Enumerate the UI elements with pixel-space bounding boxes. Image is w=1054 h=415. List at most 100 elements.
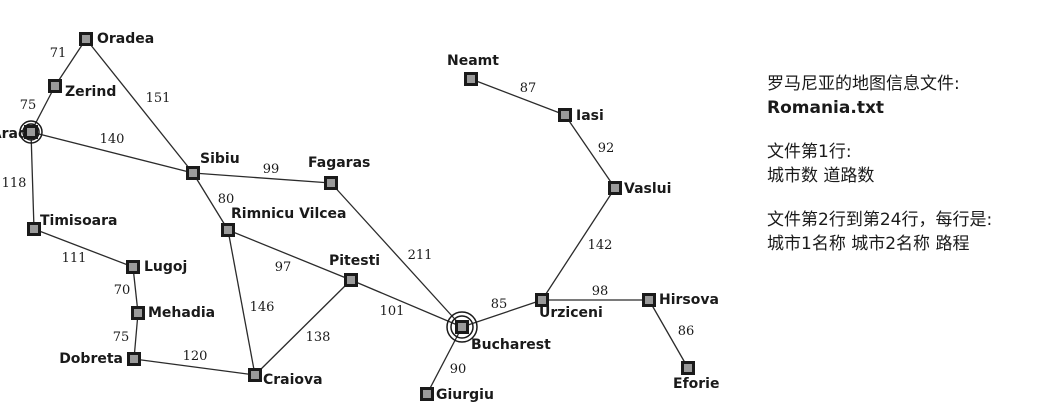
- city-label-timisoara: Timisoara: [40, 213, 118, 229]
- road-arad-sibiu: [30, 131, 194, 174]
- city-marker-sibiu: [186, 166, 200, 180]
- city-label-zerind: Zerind: [65, 84, 116, 100]
- road-timisoara-lugoj: [33, 228, 134, 268]
- city-label-vaslui: Vaslui: [624, 181, 671, 197]
- city-marker-zerind: [48, 79, 62, 93]
- city-marker-urziceni: [535, 293, 549, 307]
- distance-label-rimnicu-vilcea-craiova: 146: [250, 300, 275, 315]
- city-marker-neamt: [464, 72, 478, 86]
- distance-label-zerind-oradea: 71: [50, 46, 67, 61]
- city-marker-oradea: [79, 32, 93, 46]
- romania-map: 75 71 151 140 118 111 70 75 120 99 80 97 146 138 211 10…: [0, 31, 719, 403]
- distance-label-urziceni-hirsova: 98: [592, 284, 609, 299]
- city-marker-lugoj: [126, 260, 140, 274]
- distance-label-craiova-pitesti: 138: [306, 330, 331, 345]
- road-mehadia-dobreta: [133, 312, 139, 360]
- distance-labels-layer: 75 71 151 140 118 111 70 75 120 99 80 97 146 138 211 10…: [2, 46, 695, 377]
- city-ring-bucharest: [446, 311, 478, 343]
- road-sibiu-rimnicu-vilcea: [192, 172, 229, 231]
- file-format-notes: 罗马尼亚的地图信息文件: Romania.txt 文件第1行: 城市数 道路数 …: [767, 72, 1054, 256]
- city-marker-giurgiu: [420, 387, 434, 401]
- city-marker-dobreta: [127, 352, 141, 366]
- city-label-pitesti: Pitesti: [329, 253, 380, 269]
- distance-label-bucharest-urziceni: 85: [491, 297, 508, 312]
- city-label-neamt: Neamt: [447, 53, 499, 69]
- road-sibiu-fagaras: [192, 172, 332, 184]
- distance-label-timisoara-lugoj: 111: [62, 251, 87, 266]
- city-ring-inner-bucharest: [450, 315, 474, 339]
- city-label-urziceni: Urziceni: [539, 305, 603, 321]
- city-marker-eforie: [681, 361, 695, 375]
- distance-label-arad-sibiu: 140: [100, 132, 125, 147]
- city-marker-arad: [24, 125, 38, 139]
- city-label-lugoj: Lugoj: [144, 259, 187, 275]
- distance-label-pitesti-bucharest: 101: [380, 304, 405, 319]
- distance-label-vaslui-iasi: 92: [598, 141, 615, 156]
- city-marker-hirsova: [642, 293, 656, 307]
- city-label-bucharest: Bucharest: [471, 337, 551, 353]
- distance-label-sibiu-rimnicu-vilcea: 80: [218, 192, 235, 207]
- notes-spacer: [767, 188, 1054, 208]
- city-marker-bucharest: [455, 320, 469, 334]
- city-label-mehadia: Mehadia: [148, 305, 215, 321]
- distance-label-urziceni-vaslui: 142: [588, 238, 613, 253]
- city-marker-fagaras: [324, 176, 338, 190]
- city-marker-pitesti: [344, 273, 358, 287]
- distance-label-arad-zerind: 75: [20, 98, 37, 113]
- road-lugoj-mehadia: [132, 266, 139, 314]
- road-iasi-neamt: [470, 78, 566, 116]
- city-marker-timisoara: [27, 222, 41, 236]
- road-hirsova-eforie: [648, 299, 689, 369]
- city-label-dobreta: Dobreta: [59, 351, 123, 367]
- city-label-eforie: Eforie: [673, 376, 719, 392]
- road-pitesti-bucharest: [350, 279, 463, 328]
- road-urziceni-vaslui: [541, 187, 616, 301]
- city-label-oradea: Oradea: [97, 31, 154, 47]
- notes-rest-desc: 城市1名称 城市2名称 路程: [767, 234, 970, 254]
- notes-line1-title: 文件第1行:: [767, 142, 852, 162]
- notes-intro: 罗马尼亚的地图信息文件:: [767, 74, 960, 94]
- city-label-rimnicu-vilcea: Rimnicu Vilcea: [231, 206, 347, 222]
- distance-label-mehadia-dobreta: 75: [113, 330, 130, 345]
- city-label-fagaras: Fagaras: [308, 155, 370, 171]
- road-craiova-pitesti: [254, 279, 352, 376]
- distance-label-rimnicu-vilcea-pitesti: 97: [275, 260, 292, 275]
- road-rimnicu-vilcea-craiova: [227, 229, 256, 376]
- notes-spacer: [767, 120, 1054, 140]
- city-ring-arad: [19, 120, 43, 144]
- notes-line1-desc: 城市数 道路数: [767, 166, 875, 186]
- city-marker-iasi: [558, 108, 572, 122]
- city-label-giurgiu: Giurgiu: [436, 387, 494, 403]
- distance-label-oradea-sibiu: 151: [146, 91, 171, 106]
- city-marker-vaslui: [608, 181, 622, 195]
- city-label-craiova: Craiova: [263, 372, 323, 388]
- cities-layer: OradeaZerindAradTimisoaraLugojMehadiaDob…: [0, 31, 719, 403]
- road-zerind-oradea: [54, 38, 87, 87]
- road-dobreta-craiova: [133, 358, 256, 376]
- road-bucharest-urziceni: [461, 299, 543, 328]
- distance-label-bucharest-giurgiu: 90: [450, 362, 467, 377]
- city-label-sibiu: Sibiu: [200, 151, 240, 167]
- city-marker-rimnicu-vilcea: [221, 223, 235, 237]
- city-label-arad: Arad: [0, 126, 28, 142]
- distance-label-fagaras-bucharest: 211: [408, 248, 433, 263]
- distance-label-lugoj-mehadia: 70: [114, 283, 131, 298]
- road-arad-timisoara: [30, 131, 35, 230]
- distance-label-dobreta-craiova: 120: [183, 349, 208, 364]
- road-rimnicu-vilcea-pitesti: [227, 229, 352, 281]
- distance-label-hirsova-eforie: 86: [678, 324, 695, 339]
- distance-label-arad-timisoara: 118: [2, 176, 27, 191]
- notes-filename: Romania.txt: [767, 98, 885, 118]
- road-bucharest-giurgiu: [426, 326, 463, 395]
- city-marker-mehadia: [131, 306, 145, 320]
- city-ring-inner-arad: [22, 123, 40, 141]
- roads-layer: [30, 38, 689, 395]
- road-oradea-sibiu: [85, 38, 194, 174]
- city-label-hirsova: Hirsova: [659, 292, 719, 308]
- notes-rest-title: 文件第2行到第24行，每行是:: [767, 210, 993, 230]
- city-marker-craiova: [248, 368, 262, 382]
- distance-label-sibiu-fagaras: 99: [263, 162, 280, 177]
- city-label-iasi: Iasi: [576, 108, 604, 124]
- distance-label-iasi-neamt: 87: [520, 81, 537, 96]
- road-vaslui-iasi: [564, 114, 616, 189]
